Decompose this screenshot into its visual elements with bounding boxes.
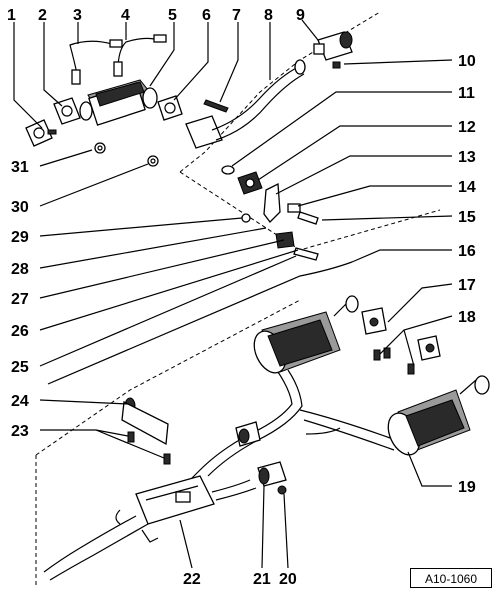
hanger-18 — [373, 335, 441, 375]
nut-10 — [332, 61, 341, 69]
label-31: 31 — [11, 159, 29, 176]
label-10: 10 — [458, 53, 476, 70]
nut-30 — [147, 155, 159, 167]
gasket-6 — [157, 95, 183, 121]
front-silencer — [135, 475, 257, 525]
label-29: 29 — [11, 229, 29, 246]
flange-front — [25, 119, 57, 147]
bolt-23 — [127, 431, 171, 465]
label-26: 26 — [11, 323, 29, 340]
nut-31 — [94, 142, 106, 154]
label-24: 24 — [11, 393, 29, 410]
clamp-9 — [313, 31, 353, 61]
label-4: 4 — [121, 7, 130, 24]
label-19: 19 — [458, 479, 476, 496]
bolt-7 — [203, 99, 229, 113]
oxygen-sensor-upstream — [69, 39, 123, 85]
callout-labels: 1 2 3 4 5 6 7 8 9 10 11 12 13 14 15 16 1… — [7, 7, 476, 588]
label-11: 11 — [458, 85, 475, 102]
bolt-25 — [293, 247, 319, 261]
label-1: 1 — [7, 7, 16, 24]
clamp-mid — [235, 421, 261, 447]
leader-lines — [13, 19, 453, 569]
label-18: 18 — [458, 309, 476, 326]
label-27: 27 — [11, 291, 29, 308]
label-7: 7 — [232, 7, 241, 24]
rear-silencer — [387, 375, 490, 456]
label-5: 5 — [168, 7, 177, 24]
label-8: 8 — [264, 7, 273, 24]
label-6: 6 — [202, 7, 211, 24]
label-2: 2 — [38, 7, 47, 24]
rubber-mount-12 — [237, 171, 263, 195]
hanger-17 — [361, 307, 387, 335]
label-21: 21 — [253, 571, 271, 588]
label-17: 17 — [458, 277, 476, 294]
catalytic-converter — [79, 79, 158, 126]
center-silencer — [253, 295, 359, 374]
nut-29 — [241, 213, 251, 223]
clamp-24 — [121, 397, 169, 446]
clamp-21 — [257, 461, 287, 487]
label-28: 28 — [11, 261, 29, 278]
label-20: 20 — [279, 571, 297, 588]
tail-pipes — [43, 509, 159, 581]
label-23: 23 — [11, 423, 29, 440]
spring-28 — [275, 231, 295, 249]
label-15: 15 — [458, 209, 476, 226]
washer-11 — [221, 165, 235, 175]
label-16: 16 — [458, 243, 476, 260]
label-22: 22 — [183, 571, 201, 588]
intermediate-pipe — [181, 369, 395, 489]
bracket-13 — [263, 182, 281, 223]
label-3: 3 — [73, 7, 82, 24]
label-30: 30 — [11, 199, 29, 216]
bolt-15 — [297, 211, 319, 225]
label-25: 25 — [11, 359, 29, 376]
label-9: 9 — [296, 7, 305, 24]
front-pipe — [185, 59, 306, 149]
nut-20 — [277, 485, 287, 495]
label-14: 14 — [458, 179, 476, 196]
figure-reference-code: A10-1060 — [410, 568, 492, 588]
label-13: 13 — [458, 149, 476, 166]
label-12: 12 — [458, 119, 476, 136]
sleeve-14 — [287, 203, 301, 213]
oxygen-sensor-downstream — [113, 34, 167, 77]
